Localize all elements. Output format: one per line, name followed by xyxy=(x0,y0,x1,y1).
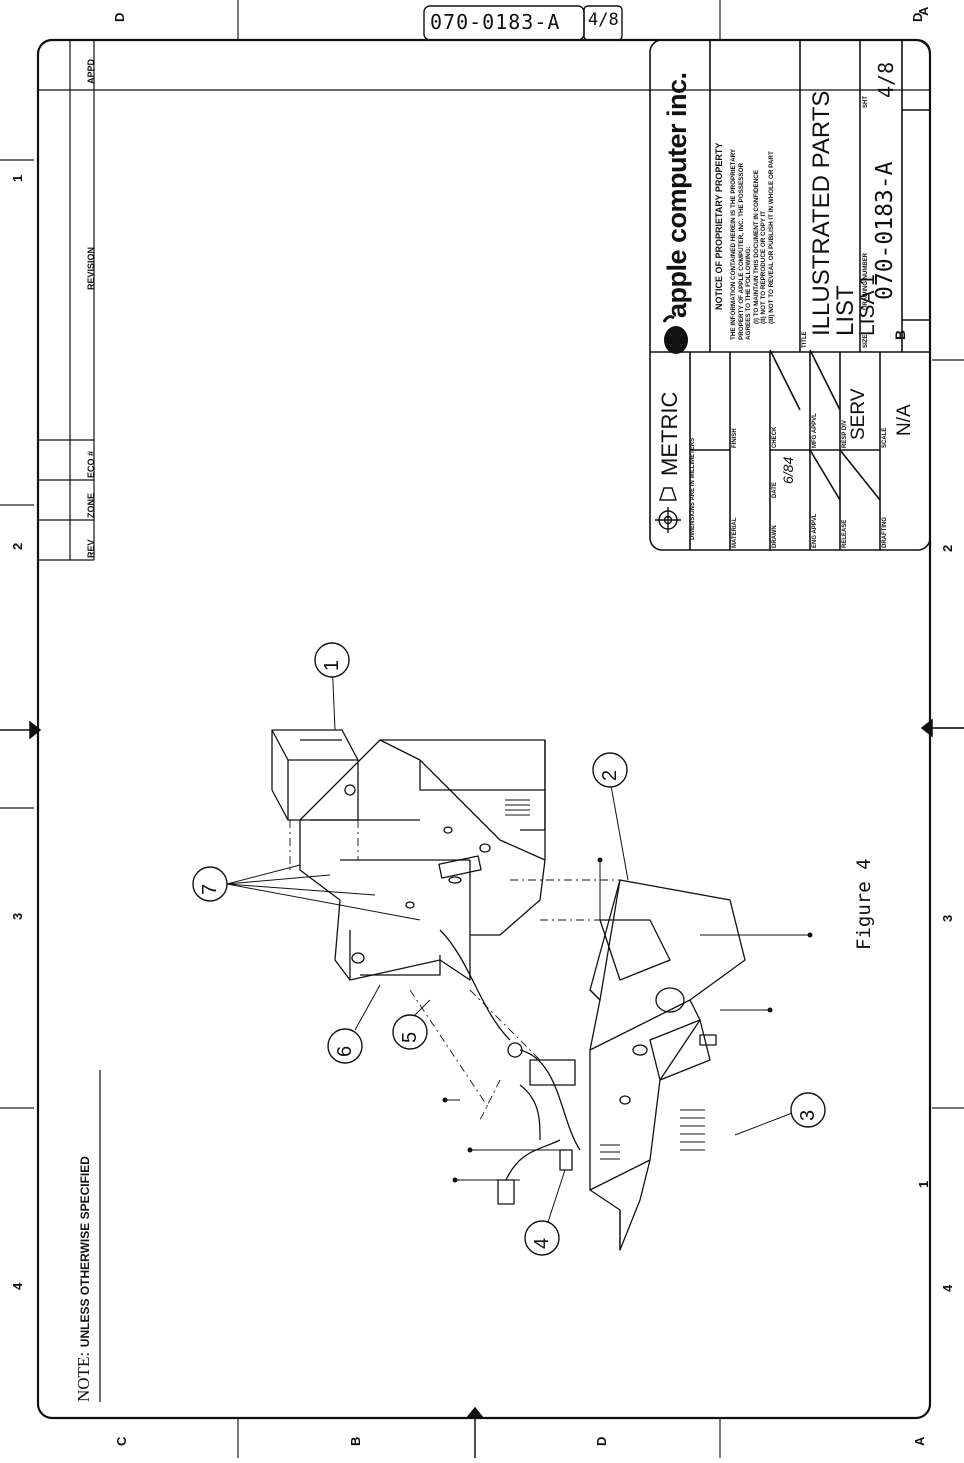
zone-label-left-d: D xyxy=(910,12,925,22)
check-label: CHECK xyxy=(772,426,778,448)
zone-label-left-b: B xyxy=(348,1436,363,1446)
zone-label-row-1-top: 1 xyxy=(10,174,25,182)
notice-line-1: THE INFORMATION CONTAINED HEREIN IS THE … xyxy=(730,148,737,340)
finish-label: FINISH xyxy=(732,428,738,448)
zone-label-top-d: D xyxy=(112,12,127,22)
screws xyxy=(445,860,810,1181)
projection-symbol-icon xyxy=(655,487,681,533)
note-text: UNLESS OTHERWISE SPECIFIED xyxy=(78,1156,92,1348)
notice-line-4: (I) TO MAINTAIN THIS DOCUMENT IN CONFIDE… xyxy=(752,169,760,324)
dimensions-note: DIMENSIONS ARE IN MILLIMETERS xyxy=(690,437,696,540)
callout-3: 3 xyxy=(797,1109,819,1121)
size-value: B xyxy=(892,329,908,340)
top-tab-sheet: 4/8 xyxy=(588,10,619,30)
centering-arrows xyxy=(0,718,964,1458)
callout-7: 7 xyxy=(199,883,221,895)
title-block-lines xyxy=(649,39,931,551)
zone-col-header: ZONE xyxy=(86,492,96,518)
zone-label-left-a: A xyxy=(912,1436,927,1446)
callout-leaders xyxy=(331,659,801,1223)
notice-heading: NOTICE OF PROPRIETARY PROPERTY xyxy=(714,142,724,310)
date-label: DATE xyxy=(772,482,778,498)
screw-heads xyxy=(442,857,813,1183)
drawing-number-value: 070-0183-A xyxy=(872,161,898,300)
alignment-dashes xyxy=(289,820,620,1121)
appd-col-header: APPD xyxy=(86,58,96,84)
cable-assembly xyxy=(439,929,581,1205)
zone-label-row-4-top: 4 xyxy=(10,1282,25,1290)
zone-label-row-4-bottom: 4 xyxy=(940,1284,955,1292)
notice-line-5: (II) NOT TO REPRODUCE OR COPY IT xyxy=(760,210,767,324)
zone-label-row-2-bottom: 2 xyxy=(940,544,955,552)
callout-circles xyxy=(192,642,826,1256)
top-tab-drawing-number: 070-0183-A xyxy=(430,10,561,34)
apple-logo-icon xyxy=(662,315,688,354)
zone-label-top-1: 1 xyxy=(916,1180,931,1188)
zone-label-left-c: C xyxy=(114,1436,129,1446)
drawing-number-label: DRAWING NUMBER xyxy=(863,253,869,310)
scale-label: SCALE xyxy=(882,427,888,448)
zone-label-row-3-top: 3 xyxy=(10,912,25,920)
date-value: 6/84 xyxy=(780,456,796,484)
sheet-label: SHT xyxy=(863,96,869,108)
lower-chassis xyxy=(589,879,746,1251)
company-name: apple computer inc. xyxy=(662,72,692,318)
callout-4: 4 xyxy=(531,1237,553,1249)
drafting-label: DRAFTING xyxy=(882,517,888,548)
zone-label-row-2-top: 2 xyxy=(10,542,25,550)
eng-approval-label: ENG APPVL xyxy=(812,513,818,548)
zone-label-row-3-bottom: 3 xyxy=(940,914,955,922)
callout-5: 5 xyxy=(399,1031,421,1043)
notice-line-6: (III) NOT TO REVEAL OR PUBLISH IT IN WHO… xyxy=(767,151,775,324)
resp-div-value: SERV xyxy=(848,388,869,440)
metric-label: METRIC xyxy=(657,391,682,476)
callout-6: 6 xyxy=(334,1045,356,1057)
revision-block-lines xyxy=(38,40,930,561)
notice-line-3: AGREES TO THE FOLLOWING: xyxy=(745,246,752,340)
note-label: NOTE: xyxy=(74,1351,93,1402)
scale-value: N/A xyxy=(894,404,915,436)
release-label: RELEASE xyxy=(842,519,848,548)
upper-chassis xyxy=(299,739,546,981)
note-line: NOTE: UNLESS OTHERWISE SPECIFIED xyxy=(74,1156,94,1402)
exploded-assembly xyxy=(226,659,813,1251)
size-label: SIZE xyxy=(863,334,869,348)
mfg-approval-label: MFG APPVL xyxy=(812,413,818,448)
rev-col-header: REV xyxy=(86,539,96,558)
revision-col-header: REVISION xyxy=(86,246,96,290)
callout-1: 1 xyxy=(321,659,343,671)
top-tab xyxy=(423,5,623,41)
sheet-value: 4/8 xyxy=(874,61,898,98)
notice-body: THE INFORMATION CONTAINED HEREIN IS THE … xyxy=(730,149,775,340)
zone-label-bottom-d: D xyxy=(594,1436,609,1446)
notice-line-2: PROPERTY OF APPLE COMPUTER, INC. THE POS… xyxy=(737,162,745,340)
drawn-label: DRAWN xyxy=(772,525,778,548)
callout-2: 2 xyxy=(599,769,621,781)
eco-col-header: ECO # xyxy=(86,450,96,478)
material-label: MATERIAL xyxy=(732,517,738,548)
part-7-leaders xyxy=(226,864,421,921)
main-frame xyxy=(36,38,932,1420)
figure-caption: Figure 4 xyxy=(853,858,875,950)
